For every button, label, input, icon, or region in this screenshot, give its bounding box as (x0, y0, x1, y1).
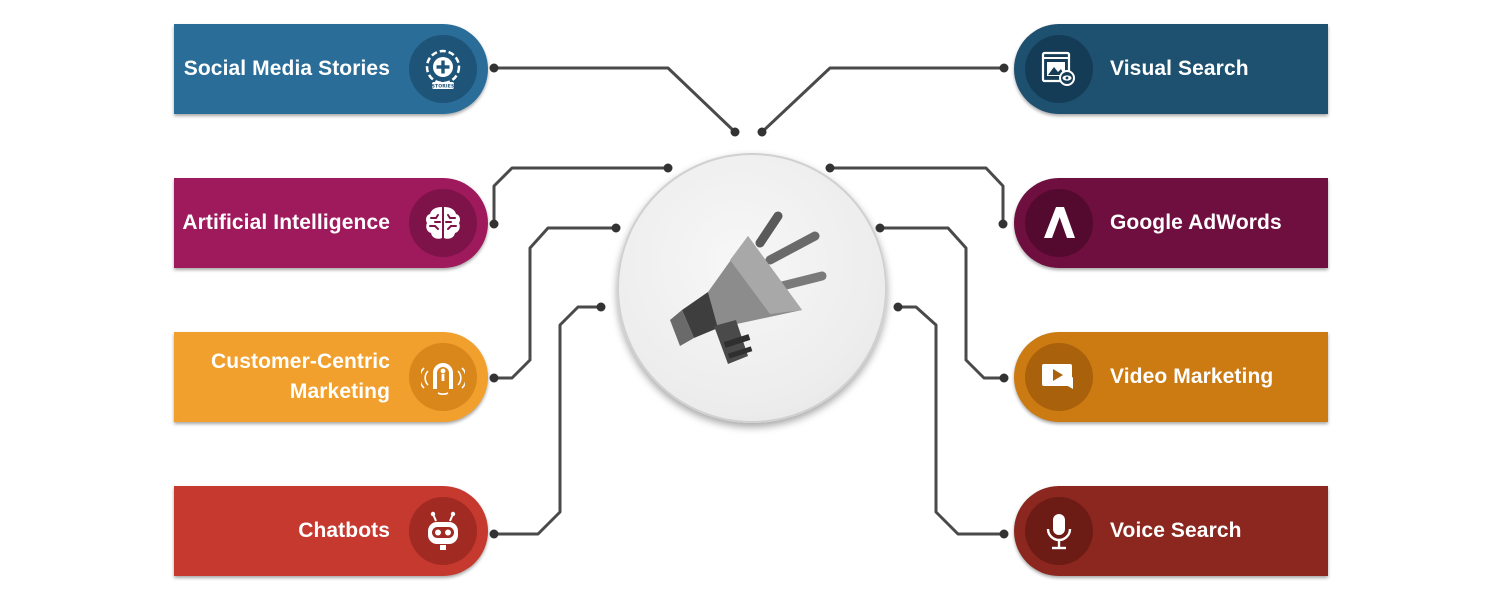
brain-icon (426, 207, 460, 239)
connector-dot (875, 223, 885, 233)
magnet-icon (421, 363, 465, 395)
item-video-marketing: Video Marketing (1014, 332, 1328, 422)
connector-chatbots (494, 305, 601, 536)
video-play-icon (1042, 364, 1073, 389)
customer-centric-marketing-label: Customer-Centric Marketing (211, 347, 390, 407)
connector-dot (730, 127, 740, 137)
connector-dot (489, 63, 499, 73)
connector-dot (998, 219, 1008, 229)
visual-search-label: Visual Search (1110, 57, 1249, 80)
stories-badge-text: STORIES (432, 84, 455, 90)
connector-dot (663, 163, 673, 173)
connector-dot (596, 302, 606, 312)
microphone-icon (1046, 514, 1072, 550)
item-visual-search: Visual Search (1014, 24, 1328, 114)
item-social-media-stories: Social Media Stories STORIES (174, 24, 488, 114)
connector-dot (611, 223, 621, 233)
social-media-stories-label: Social Media Stories (183, 57, 390, 80)
item-google-adwords: Google AdWords (1014, 178, 1328, 268)
connector-google-adwords (830, 166, 1005, 224)
google-adwords-label: Google AdWords (1110, 211, 1282, 234)
megaphone-icon (670, 211, 827, 364)
connector-dot (999, 373, 1009, 383)
connector-dot (999, 63, 1009, 73)
robot-icon (428, 511, 458, 550)
connector-dot (999, 529, 1009, 539)
connector-social-media-stories (494, 66, 737, 134)
connector-customer-centric-marketing (494, 226, 616, 380)
connector-dot (489, 373, 499, 383)
center-hub (617, 153, 887, 423)
voice-search-label: Voice Search (1110, 519, 1242, 542)
customer-centric-marketing-label-line1: Customer-Centric (211, 350, 390, 373)
connector-voice-search (898, 305, 1004, 536)
connector-dot (489, 529, 499, 539)
video-marketing-label: Video Marketing (1110, 365, 1274, 388)
connector-dot (489, 219, 499, 229)
item-customer-centric-marketing: Customer-Centric Marketing (174, 332, 488, 422)
connector-dot (893, 302, 903, 312)
connector-visual-search (760, 66, 1004, 134)
connector-video-marketing (880, 226, 1004, 380)
connector-dot (757, 127, 767, 137)
artificial-intelligence-label: Artificial Intelligence (182, 211, 390, 234)
item-chatbots: Chatbots (174, 486, 488, 576)
stories-add-icon: STORIES (425, 49, 461, 90)
connector-dot (825, 163, 835, 173)
connector-artificial-intelligence (492, 166, 668, 224)
adwords-icon (1044, 207, 1075, 238)
item-voice-search: Voice Search (1014, 486, 1328, 576)
item-artificial-intelligence: Artificial Intelligence (174, 178, 488, 268)
chatbots-label: Chatbots (298, 519, 390, 542)
customer-centric-marketing-label-line2: Marketing (289, 380, 390, 403)
image-search-icon (1041, 51, 1075, 86)
